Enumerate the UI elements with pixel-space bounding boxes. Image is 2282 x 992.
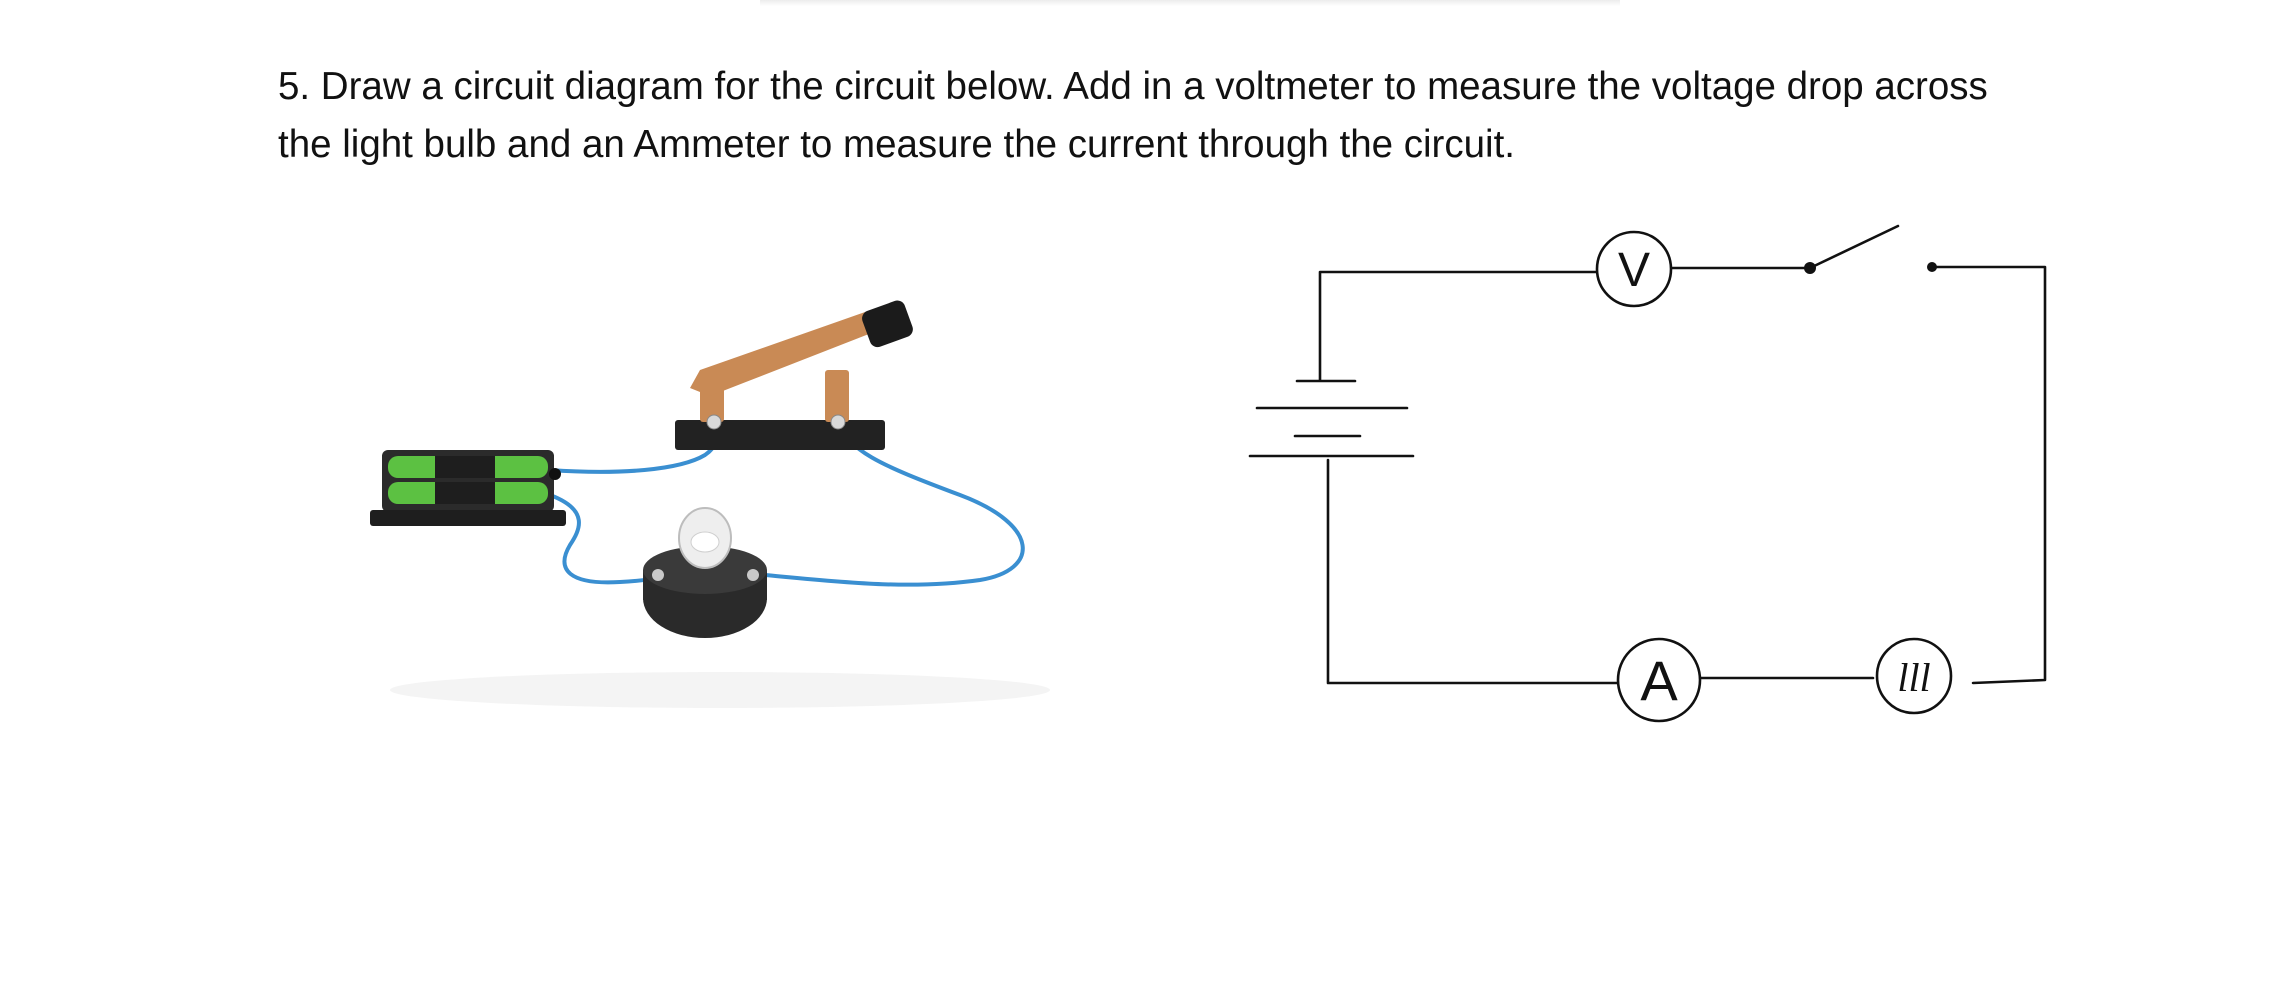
bulb-symbol: lll [1875,637,1953,715]
switch-pivot [1804,262,1816,274]
page-top-edge [760,0,1620,6]
question-line-2: the light bulb and an Ammeter to measure… [278,123,1515,166]
photo-floor-shadow [390,672,1050,708]
ammeter: A [1616,637,1702,723]
knife-switch [675,300,913,450]
battery-holder [370,450,566,526]
wire-switch-to-right [1930,265,2047,685]
circuit-diagram: V A lll [1200,180,2100,740]
question-text: 5. Draw a circuit diagram for the circui… [278,58,2078,174]
wire-ammeter-to-battery [1326,458,1620,685]
light-bulb [643,507,767,638]
circuit-diagram-drawing: V A lll [1248,224,2047,723]
voltmeter-label: V [1618,244,1650,297]
switch-arm [1808,224,1900,270]
switch-contact [1927,262,1937,272]
ammeter-label: A [1640,649,1678,712]
wire-switch-to-bulb [763,418,1025,587]
bulb-label: lll [1897,655,1930,700]
circuit-photo-illustration [370,300,1050,708]
circuit-photo [340,270,1100,720]
voltmeter: V [1595,230,1673,308]
question-line-1: 5. Draw a circuit diagram for the circui… [278,65,1988,108]
wire-top-left [1318,270,1600,382]
